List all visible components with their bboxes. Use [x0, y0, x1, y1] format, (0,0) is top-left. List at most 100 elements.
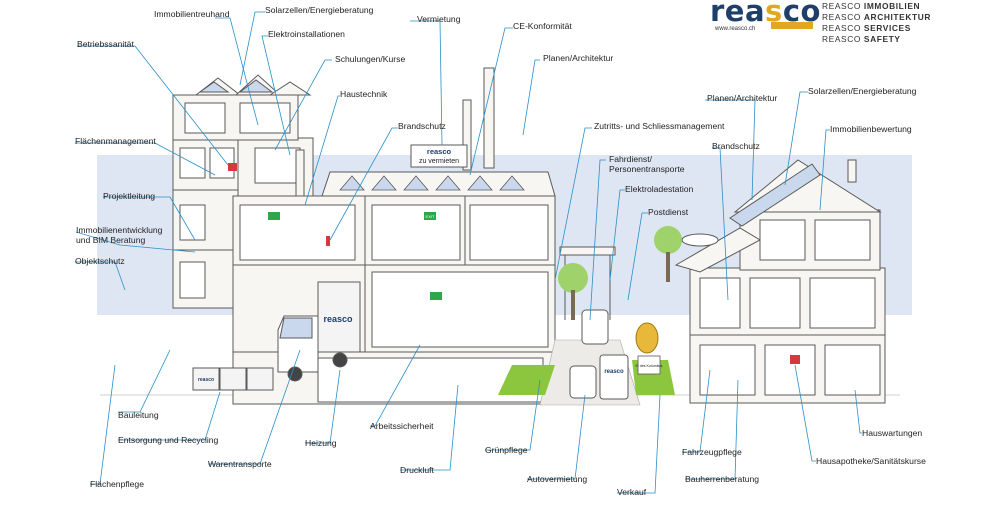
- brand-unit-0: REASCO IMMOBILIEN: [822, 1, 931, 12]
- leader-fahrzeugpflege: [682, 369, 711, 453]
- brand-accent-bar: [771, 22, 813, 29]
- industrial-building: [232, 171, 556, 405]
- leader-betriebssanitaet: [77, 45, 229, 166]
- rent-sign: reasco zu vermieten: [410, 144, 468, 168]
- brand-unit-name: SAFETY: [863, 34, 901, 44]
- first-aid-sign: [228, 163, 237, 171]
- brand-unit-2: REASCO SERVICES: [822, 23, 931, 34]
- brand-unit-prefix: REASCO: [822, 23, 864, 33]
- leader-hauswartungen: [854, 389, 862, 434]
- label-planen-top: Planen/Architektur: [543, 53, 614, 63]
- leader-schulungen: [274, 59, 332, 151]
- leader-warentransporte: [208, 349, 301, 465]
- label-brandschutz-right: Brandschutz: [712, 141, 760, 151]
- label-flaechenpflege: Flächenpflege: [90, 479, 144, 489]
- leader-entsorgung: [118, 391, 221, 441]
- leader-solar-left: [239, 11, 265, 86]
- label-ce: CE-Konformität: [513, 21, 572, 31]
- brand-url[interactable]: www.reasco.ch: [715, 26, 756, 32]
- label-fahrzeugpflege: Fahrzeugpflege: [682, 447, 742, 457]
- label-arbeitssicherheit: Arbeitssicherheit: [370, 421, 434, 431]
- leader-zutritt: [554, 127, 592, 281]
- leader-flaechenmanagement: [75, 142, 216, 176]
- label-bauherrenberatung: Bauherrenberatung: [685, 474, 760, 484]
- leader-elektro: [261, 35, 291, 156]
- label-entsorgung: Entsorgung und Recycling: [118, 435, 219, 445]
- leader-fahrdienst: [589, 159, 606, 321]
- label-brandschutz-left: Brandschutz: [398, 121, 446, 131]
- leader-lines: [75, 11, 862, 494]
- label-flaechenmanagement: Flächenmanagement: [75, 136, 156, 146]
- umbrella: [681, 233, 719, 247]
- leader-bim: [75, 231, 196, 253]
- leader-ce: [469, 27, 513, 176]
- label-immobilientreuhand: Immobilientreuhand: [154, 9, 230, 19]
- label-projektleitung: Projektleitung: [103, 191, 156, 201]
- label-fahrdienst: Fahrdienst/ Personentransporte: [609, 154, 685, 174]
- leader-arbeitssicherheit: [370, 344, 421, 427]
- label-zutritt: Zutritts- und Schliessmanagement: [594, 121, 725, 131]
- label-hauswartungen: Hauswartungen: [862, 428, 923, 438]
- cars: [569, 309, 629, 400]
- brand-wordmark-part: s: [765, 0, 783, 28]
- container-logo: reasco: [198, 377, 214, 383]
- egg-sign-board: [637, 355, 661, 375]
- skylights: [339, 175, 525, 191]
- brand-unit-prefix: REASCO: [822, 34, 864, 44]
- label-autovermietung: Autovermietung: [527, 474, 588, 484]
- leader-immobilientreuhand: [215, 17, 259, 126]
- brand-wordmark-text: reasco: [710, 0, 821, 28]
- brand-unit-name: IMMOBILIEN: [863, 1, 921, 11]
- van-logo: reasco: [604, 369, 624, 375]
- egg-sign: Ei des Kolumbus: [636, 364, 663, 368]
- leader-brandschutz-right: [712, 147, 729, 301]
- brand-logo[interactable]: reasco www.reasco.ch: [707, 0, 820, 36]
- waste-containers: [192, 367, 274, 391]
- brand-unit-prefix: REASCO: [822, 1, 864, 11]
- label-warentransporte: Warentransporte: [208, 459, 272, 469]
- leader-postdienst: [627, 212, 648, 301]
- leader-elektroladestation: [609, 189, 625, 281]
- leader-hausapotheke: [794, 364, 816, 462]
- truck: [277, 281, 361, 382]
- label-bim: Immobilienentwicklung und BIM Beratung: [76, 225, 163, 245]
- first-aid-sign-house: [790, 355, 800, 364]
- label-hausapotheke: Hausapotheke/Sanitätskurse: [816, 456, 926, 466]
- leader-heizung: [305, 369, 341, 444]
- label-druckluft: Druckluft: [400, 465, 434, 475]
- exit-sign-label: EXIT: [426, 214, 435, 219]
- leader-bauherrenberatung: [685, 379, 739, 480]
- label-solar-right: Solarzellen/Energieberatung: [808, 86, 917, 96]
- leader-planen-right: [705, 99, 756, 201]
- label-vermietung: Vermietung: [417, 14, 461, 24]
- label-elektro: Elektroinstallationen: [268, 29, 345, 39]
- label-solar-left: Solarzellen/Energieberatung: [265, 5, 374, 15]
- leader-brandschutz-left: [329, 127, 398, 241]
- rent-sign-logo: reasco: [427, 147, 452, 156]
- leader-haustechnik: [304, 95, 340, 206]
- label-objektschutz: Objektschutz: [75, 256, 125, 266]
- rent-sign-text: zu vermieten: [419, 158, 459, 165]
- label-immobilienbewertung: Immobilienbewertung: [830, 124, 912, 134]
- leader-verkauf: [617, 394, 661, 494]
- leader-vermietung: [410, 20, 443, 146]
- label-gruenpflege: Grünpflege: [485, 445, 528, 455]
- label-haustechnik: Haustechnik: [340, 89, 388, 99]
- leader-gruenpflege: [485, 379, 541, 451]
- leader-projektleitung: [103, 196, 196, 241]
- brand-unit-name: ARCHITEKTUR: [863, 12, 931, 22]
- house-chimney: [847, 159, 857, 183]
- residential-house: [674, 159, 886, 404]
- label-bauleitung: Bauleitung: [118, 410, 159, 420]
- label-elektroladestation: Elektroladestation: [625, 184, 694, 194]
- brand-unit-name: SERVICES: [863, 23, 911, 33]
- brand-wordmark-part: co: [782, 0, 821, 28]
- leader-bauleitung: [118, 349, 171, 413]
- golden-egg: [635, 322, 659, 354]
- leader-planen-top: [522, 59, 540, 136]
- leader-autovermietung: [527, 394, 586, 480]
- brand-unit-1: REASCO ARCHITEKTUR: [822, 12, 931, 23]
